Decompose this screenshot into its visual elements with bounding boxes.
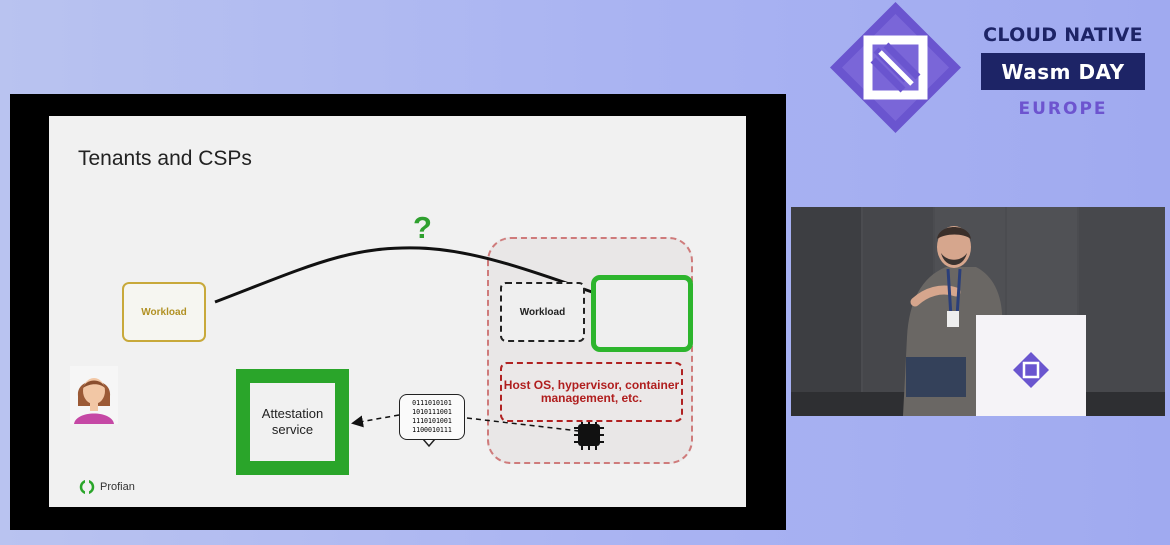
trusted-enclave-box (591, 275, 693, 352)
question-mark: ? (413, 210, 432, 245)
csp-workload-box: Workload (500, 282, 585, 342)
profian-logo-label: Profian (100, 481, 135, 493)
binary-line: 1100010111 (412, 426, 452, 434)
tenant-workload-box: Workload (122, 282, 206, 342)
conference-logo: CLOUD NATIVE Wasm DAY EUROPE (828, 0, 1158, 135)
profian-logo: Profian (79, 479, 135, 495)
binary-data-bubble: 0111010101 1010111001 1110101001 1100010… (399, 394, 465, 440)
attestation-label: Attestation service (250, 383, 335, 461)
presentation-frame: Tenants and CSPs Workload ? Workload (10, 94, 786, 530)
brand-event: Wasm DAY (981, 53, 1145, 90)
slide: Tenants and CSPs Workload ? Workload (49, 116, 746, 507)
binary-line: 1110101001 (412, 417, 452, 425)
brand-title: CLOUD NATIVE (983, 24, 1143, 46)
slide-title: Tenants and CSPs (78, 147, 252, 170)
speaker-scene-icon (791, 207, 1165, 416)
tenant-avatar-icon (70, 366, 118, 424)
attestation-service-box: Attestation service (236, 369, 349, 475)
chip-icon (574, 420, 604, 450)
brand-region: EUROPE (1018, 99, 1108, 119)
binary-line: 1010111001 (412, 408, 452, 416)
profian-logo-icon (79, 479, 95, 495)
host-stack-box: Host OS, hypervisor, container managemen… (500, 362, 683, 422)
cncf-wasm-logo-icon (830, 2, 961, 133)
host-stack-label: Host OS, hypervisor, container managemen… (503, 378, 680, 405)
binary-line: 0111010101 (412, 399, 452, 407)
speaker-video (791, 207, 1165, 416)
